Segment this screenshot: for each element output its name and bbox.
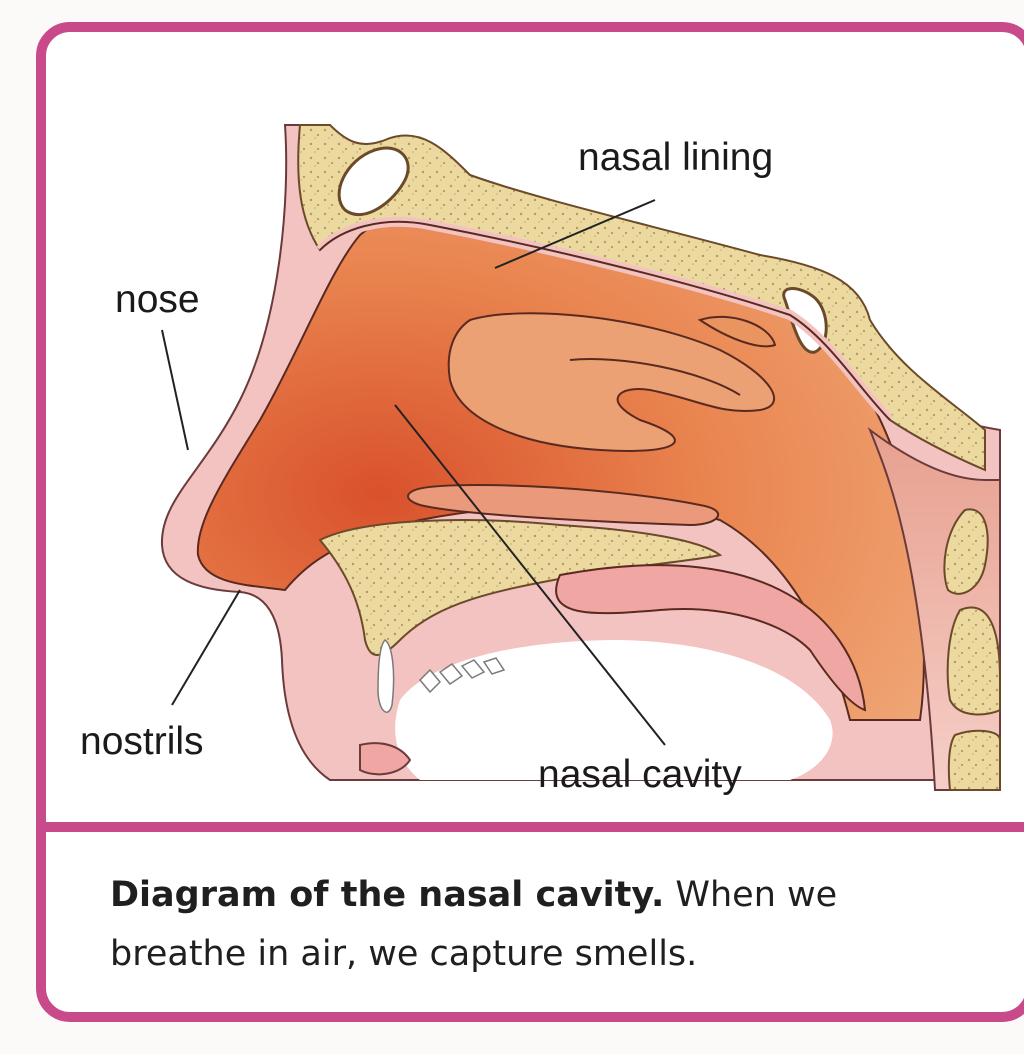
label-nasal-cavity: nasal cavity xyxy=(538,755,742,794)
leader-line-nostrils xyxy=(172,590,240,705)
vertebra-lower xyxy=(948,608,1000,715)
caption-title: Diagram of the nasal cavity. xyxy=(110,875,664,915)
label-nose: nose xyxy=(115,280,200,319)
leader-line-nose xyxy=(162,330,188,450)
label-nasal-lining: nasal lining xyxy=(578,138,773,177)
figure-caption: Diagram of the nasal cavity. When we bre… xyxy=(110,866,930,984)
vertebra-bottom xyxy=(949,731,1000,790)
label-nostrils: nostrils xyxy=(80,722,204,761)
